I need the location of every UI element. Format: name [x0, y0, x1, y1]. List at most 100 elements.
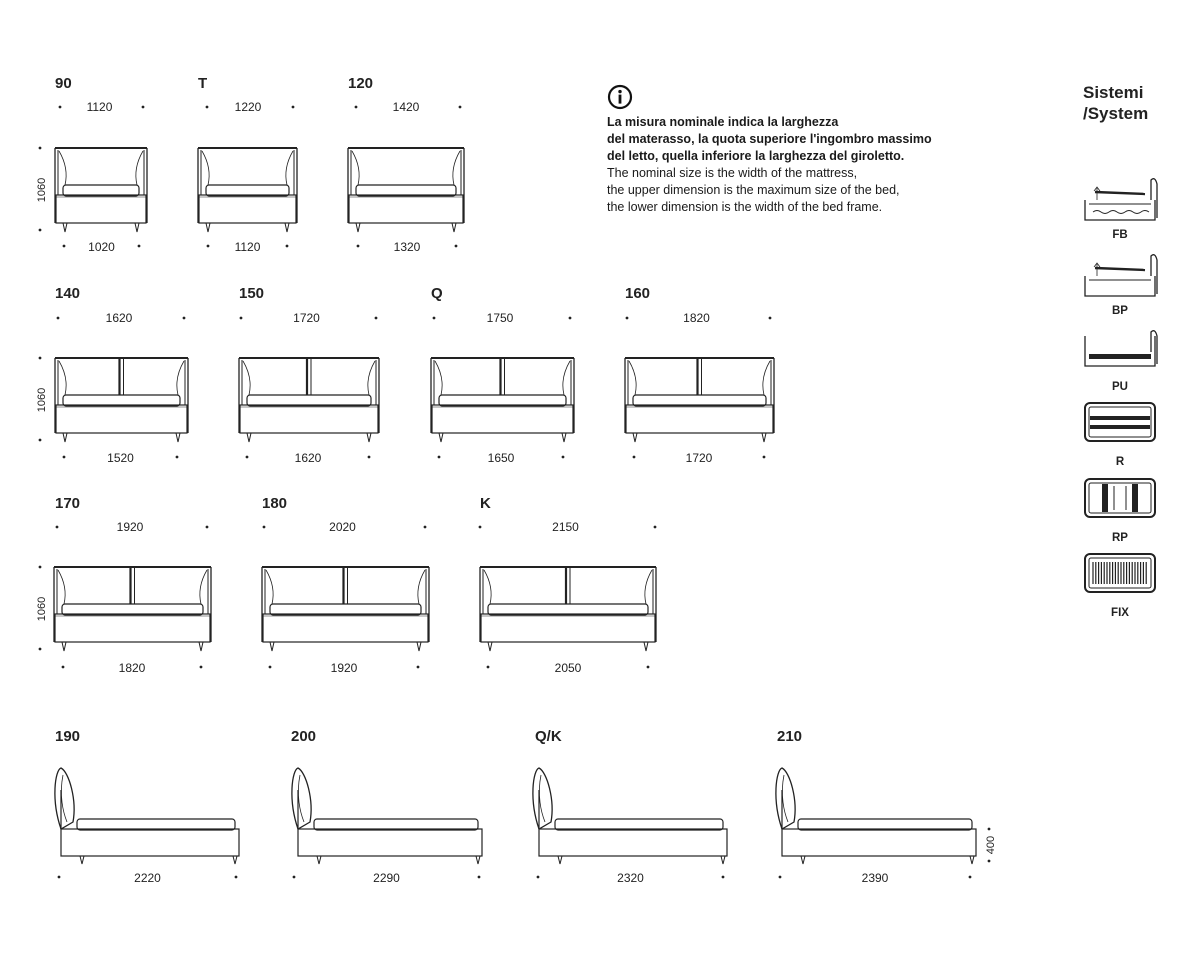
fixed-base-icon: PU	[1084, 330, 1158, 393]
height-label: 1060	[36, 178, 48, 202]
frame-width-label: 1620	[295, 451, 322, 465]
length-label: 2290	[373, 871, 400, 885]
dimension-tick	[38, 228, 42, 232]
cushion-fold	[483, 569, 492, 605]
drawing-shape	[198, 194, 297, 224]
bed-leg	[416, 641, 422, 652]
mattress	[438, 394, 567, 407]
cushion-fold	[762, 360, 771, 396]
dimension-tick	[367, 455, 371, 459]
dimension-tick	[239, 316, 243, 320]
slat-base-icon: R	[1084, 402, 1156, 468]
max-width-label: 1720	[293, 311, 320, 325]
max-width-label: 1220	[235, 100, 262, 114]
size-label: 150	[239, 285, 264, 302]
size-label: 90	[55, 75, 72, 92]
dimension-tick	[477, 875, 481, 879]
dimension-tick	[432, 316, 436, 320]
size-label: 190	[55, 728, 80, 745]
note-en-line-3: the lower dimension is the width of the …	[607, 200, 883, 214]
max-width-label: 1120	[87, 100, 113, 114]
system-code: RP	[1112, 532, 1128, 544]
note-it-line-3: del letto, quella inferiore la larghezza…	[607, 149, 905, 163]
bed-leg	[451, 222, 457, 233]
height-dimension: 1060	[36, 146, 48, 232]
dimension-tick	[234, 875, 238, 879]
size-label: 180	[262, 495, 287, 512]
bed-leg	[205, 222, 211, 233]
dimension-tick	[454, 244, 458, 248]
drawing-shape	[431, 404, 574, 434]
dimension-tick	[137, 244, 141, 248]
frame-width-label: 1920	[331, 661, 358, 675]
length-label: 2220	[134, 871, 161, 885]
dimension-tick	[182, 316, 186, 320]
cushion-fold	[57, 569, 66, 605]
adjustable-slat-icon: RP	[1084, 478, 1156, 544]
drawing-shape	[480, 613, 656, 643]
dimension-tick	[568, 316, 572, 320]
dimension-tick	[356, 244, 360, 248]
system-code: PU	[1112, 381, 1128, 393]
dimension-tick	[206, 244, 210, 248]
dimension-tick	[416, 665, 420, 669]
length-label: 2320	[617, 871, 644, 885]
bed-leg	[246, 432, 252, 443]
cushion-fold	[285, 150, 294, 186]
systems-title-it: Sistemi	[1083, 83, 1144, 102]
dimension-tick	[55, 525, 59, 529]
bed-leg	[800, 855, 806, 865]
max-width-label: 1420	[393, 100, 420, 114]
mattress	[269, 603, 422, 616]
mattress	[61, 603, 204, 616]
mattress	[205, 184, 290, 197]
drawing-shape	[781, 828, 977, 857]
dimension-tick	[38, 356, 42, 360]
drawing-shape	[55, 404, 188, 434]
dimension-tick	[561, 455, 565, 459]
max-width-label: 2150	[552, 520, 579, 534]
max-width-label: 2020	[329, 520, 356, 534]
frame-width-label: 1320	[394, 240, 421, 254]
frame-width-label: 1820	[119, 661, 146, 675]
dimension-tick	[58, 105, 62, 109]
bed-leg	[284, 222, 290, 233]
dimension-tick	[38, 647, 42, 651]
bed-leg	[232, 855, 238, 865]
headboard-cushion	[532, 767, 553, 830]
mattress	[487, 603, 649, 616]
dimension-tick	[721, 875, 725, 879]
headboard-cushion	[775, 767, 796, 830]
mattress	[632, 394, 767, 407]
max-width-label: 1620	[106, 311, 133, 325]
dimension-tick	[646, 665, 650, 669]
length-label: 2390	[862, 871, 889, 885]
cushion-fold	[644, 569, 653, 605]
bed-leg	[643, 641, 649, 652]
cushion-fold	[628, 360, 637, 396]
note-en-line-2: the upper dimension is the maximum size …	[607, 183, 900, 197]
cushion-fold	[417, 569, 426, 605]
dimension-tick	[285, 244, 289, 248]
bed-leg	[198, 641, 204, 652]
dimension-tick	[762, 455, 766, 459]
headboard-cushion	[54, 767, 75, 830]
dimension-tick	[205, 525, 209, 529]
drawing-line	[1094, 190, 1146, 196]
dimension-tick	[423, 525, 427, 529]
bed-leg	[355, 222, 361, 233]
height-label: 1060	[36, 597, 48, 621]
cushion-fold	[351, 150, 360, 186]
dimension-tick	[199, 665, 203, 669]
bed-leg	[720, 855, 726, 865]
size-label: T	[198, 75, 207, 92]
drawing-shape	[297, 828, 483, 857]
drawing-shape	[348, 194, 464, 224]
height-label: 1060	[36, 388, 48, 412]
